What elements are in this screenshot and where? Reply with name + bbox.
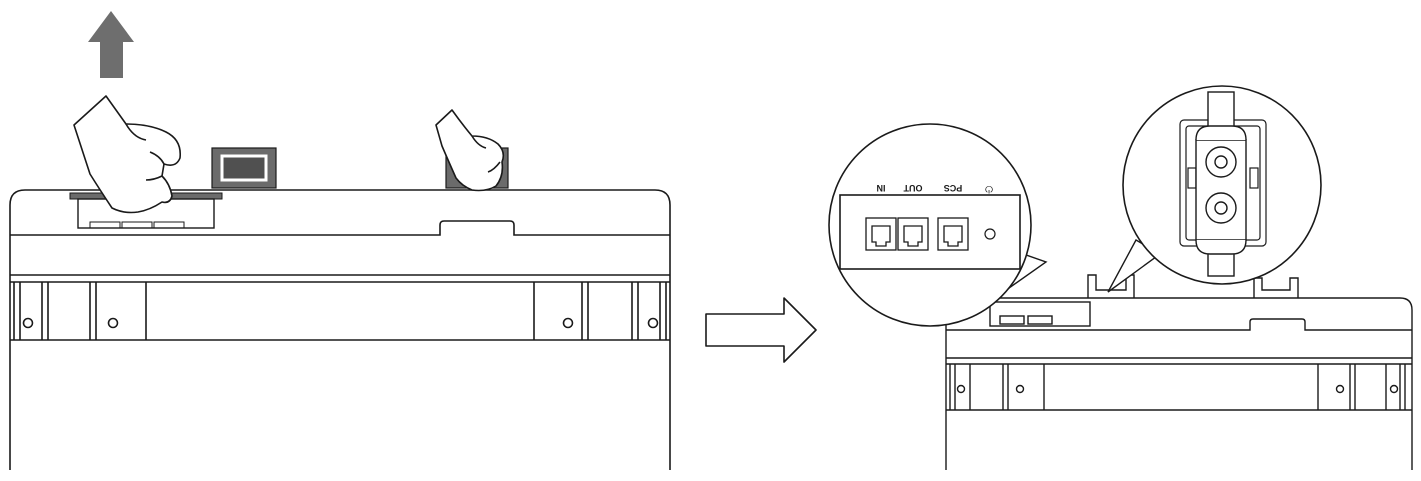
port-panel-callout: IN OUT PCS ⏻: [828, 123, 1048, 327]
label-pcs: PCS: [944, 183, 963, 193]
latch-callout: [1107, 85, 1322, 293]
latch-strap: [1195, 91, 1247, 277]
rj45-port-out: [897, 217, 929, 251]
power-button-icon: [984, 228, 996, 240]
center-handle: [211, 147, 277, 189]
rj45-port-pcs: [937, 217, 969, 251]
lift-up-arrow-icon: [88, 11, 134, 78]
label-out: OUT: [903, 183, 923, 193]
right-hand-icon: [435, 109, 505, 192]
next-step-arrow-icon: [705, 297, 817, 363]
power-symbol-icon: ⏻: [985, 183, 993, 194]
label-in: IN: [877, 183, 886, 193]
left-unit: [9, 189, 671, 470]
right-unit: [945, 274, 1413, 470]
left-port-cover: [69, 192, 223, 229]
left-hand-icon: [73, 95, 182, 214]
rj45-port-in: [865, 217, 897, 251]
